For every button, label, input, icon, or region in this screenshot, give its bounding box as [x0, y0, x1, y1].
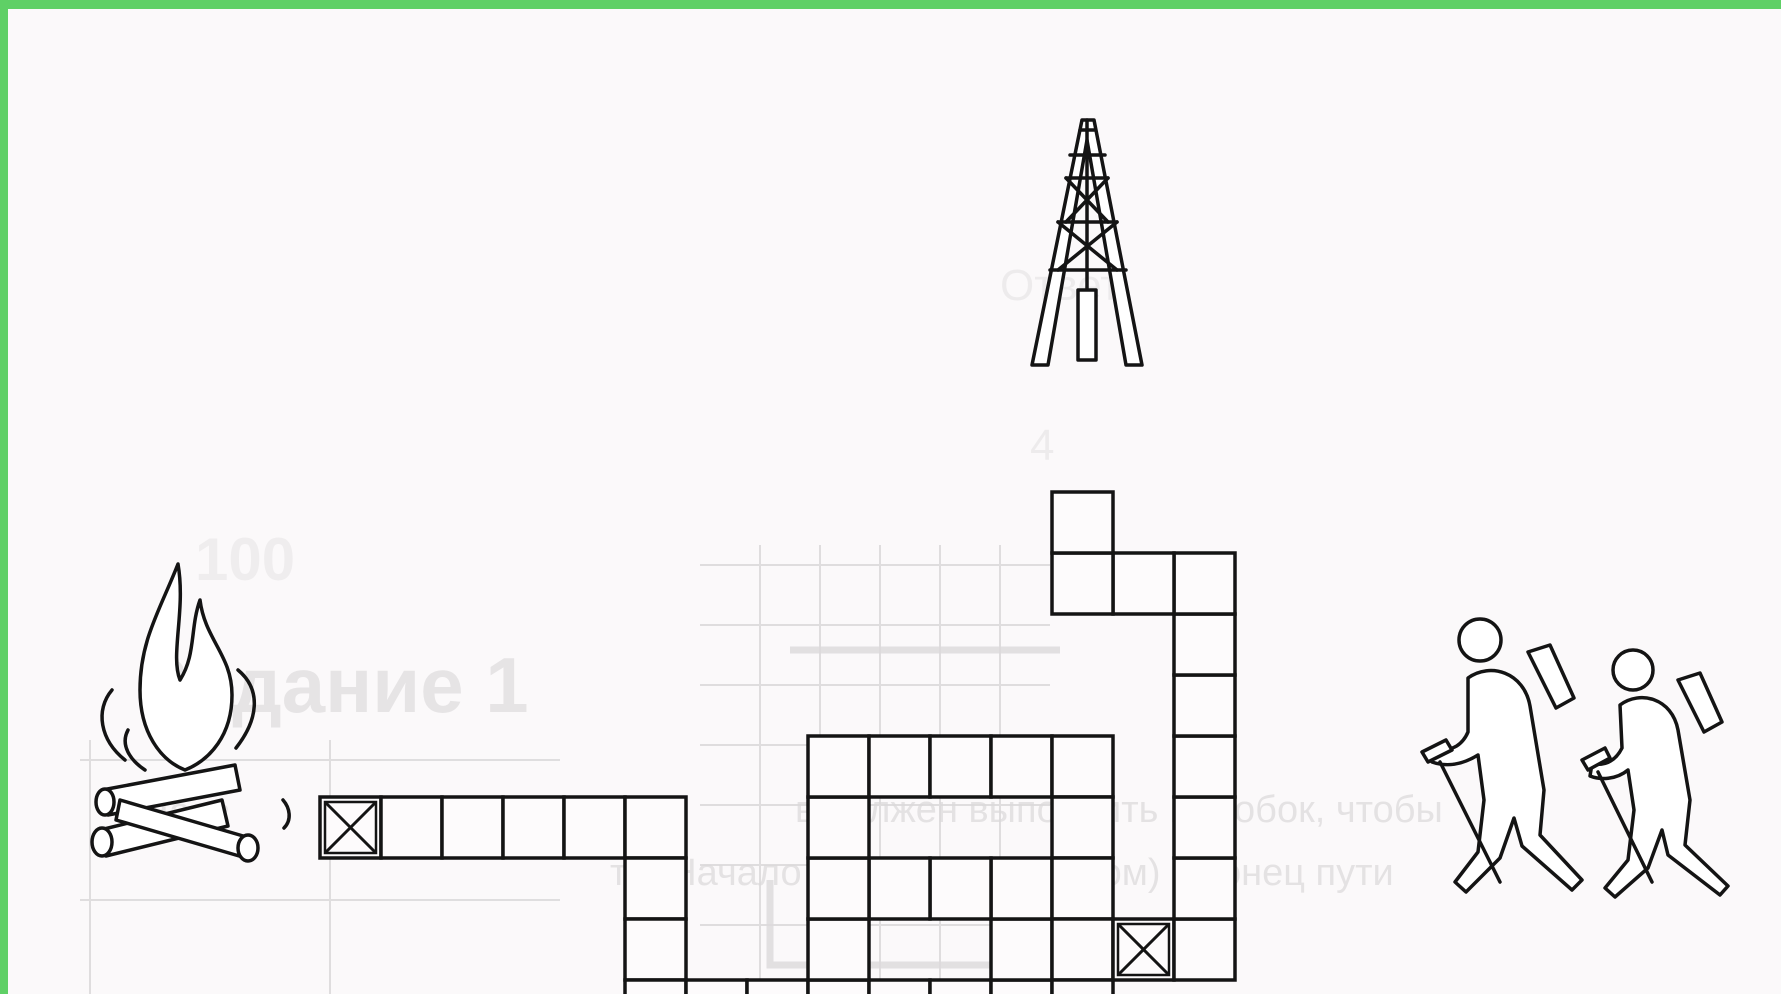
maze-cell [808, 919, 869, 980]
maze-cell [381, 797, 442, 858]
maze-path [320, 492, 1235, 994]
maze-cell [1174, 858, 1235, 919]
maze-cell [564, 797, 625, 858]
maze-cell [1052, 797, 1113, 858]
maze-endpoint-cell [320, 797, 381, 858]
maze-cell [747, 980, 808, 994]
maze-cell [1174, 736, 1235, 797]
maze-cell [686, 980, 747, 994]
puzzle-scene: Задание 1 Назв ко в должен выполнить Кол… [8, 9, 1781, 994]
maze-cell [1113, 553, 1174, 614]
maze-cell [808, 980, 869, 994]
maze-cell [625, 919, 686, 980]
maze-cell [1174, 614, 1235, 675]
maze-endpoint-cell [1113, 919, 1174, 980]
maze-cell [991, 858, 1052, 919]
maze-cell [991, 980, 1052, 994]
oil-derrick-icon [1032, 120, 1142, 365]
maze-cell [625, 797, 686, 858]
maze-cell [503, 797, 564, 858]
ghost-fragment-b: 4 [1030, 421, 1054, 470]
maze-cell [1052, 553, 1113, 614]
maze-cell [808, 858, 869, 919]
maze-cell [625, 858, 686, 919]
maze-cell [1174, 919, 1235, 980]
ghost-fragment-c: 100 [195, 526, 295, 593]
maze-cell [808, 736, 869, 797]
maze-cell [1052, 736, 1113, 797]
maze-cell [991, 736, 1052, 797]
maze-cell [1052, 919, 1113, 980]
maze-cell [930, 736, 991, 797]
maze-cell [442, 797, 503, 858]
maze-cell [991, 919, 1052, 980]
maze-cell [869, 980, 930, 994]
maze-cell [1052, 858, 1113, 919]
show-through-layer: Задание 1 Назв ко в должен выполнить Кол… [80, 261, 1443, 994]
maze-cell [1174, 797, 1235, 858]
maze-cell [930, 858, 991, 919]
hikers-icon [1422, 619, 1728, 897]
maze-cell [1052, 980, 1113, 994]
maze-cell [625, 980, 686, 994]
maze-cell [869, 736, 930, 797]
maze-cell [869, 858, 930, 919]
maze-cell [808, 797, 869, 858]
maze-cell [1052, 492, 1113, 553]
maze-cell [930, 980, 991, 994]
maze-cell [1174, 553, 1235, 614]
maze-cell [1174, 675, 1235, 736]
